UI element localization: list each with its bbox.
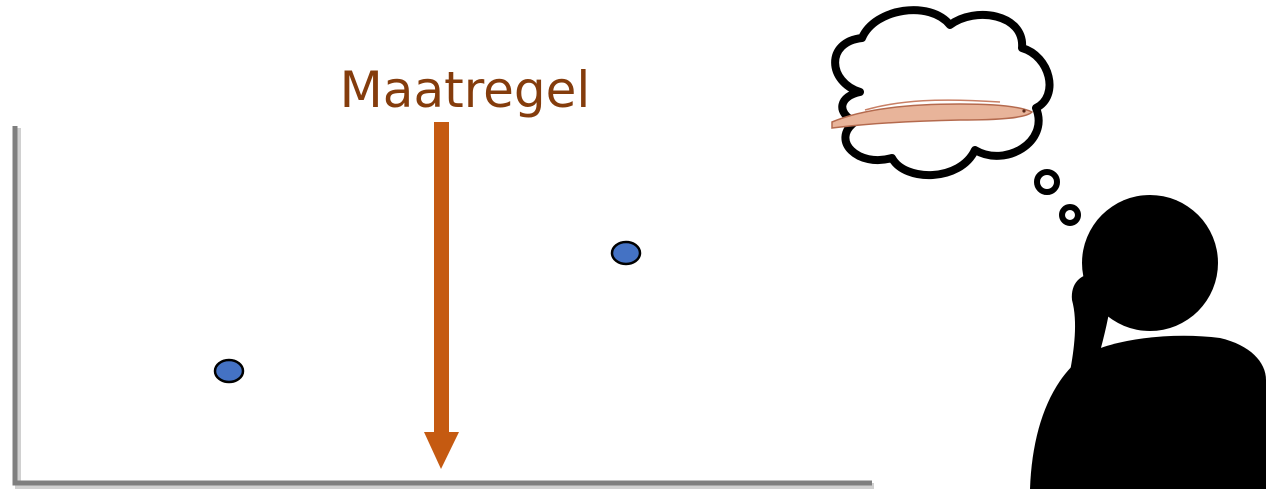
- person-hand: [1070, 274, 1110, 378]
- arrow-head: [424, 432, 459, 469]
- axes-lines: [12, 126, 872, 486]
- eel-icon: [831, 99, 1034, 129]
- eel-eye: [1022, 109, 1026, 113]
- eel-fin: [864, 99, 1001, 111]
- thought-dot-large: [1034, 169, 1060, 195]
- arrow-shaft: [434, 122, 449, 434]
- intervention-label: Maatregel: [340, 61, 591, 119]
- data-points: [213, 240, 642, 384]
- axes: [12, 126, 874, 489]
- eel-body: [831, 103, 1034, 129]
- person-head: [1082, 195, 1218, 331]
- thought-bubble-icon: [831, 6, 1081, 226]
- thought-dot-small: [1059, 204, 1081, 226]
- axes-shadow: [15, 128, 874, 489]
- thinking-person-icon: [1030, 195, 1266, 489]
- thought-cloud: [831, 6, 1054, 180]
- data-point-1: [213, 358, 245, 384]
- data-point-2: [610, 240, 642, 266]
- person-body: [1030, 335, 1266, 489]
- intervention-arrow: [424, 122, 459, 469]
